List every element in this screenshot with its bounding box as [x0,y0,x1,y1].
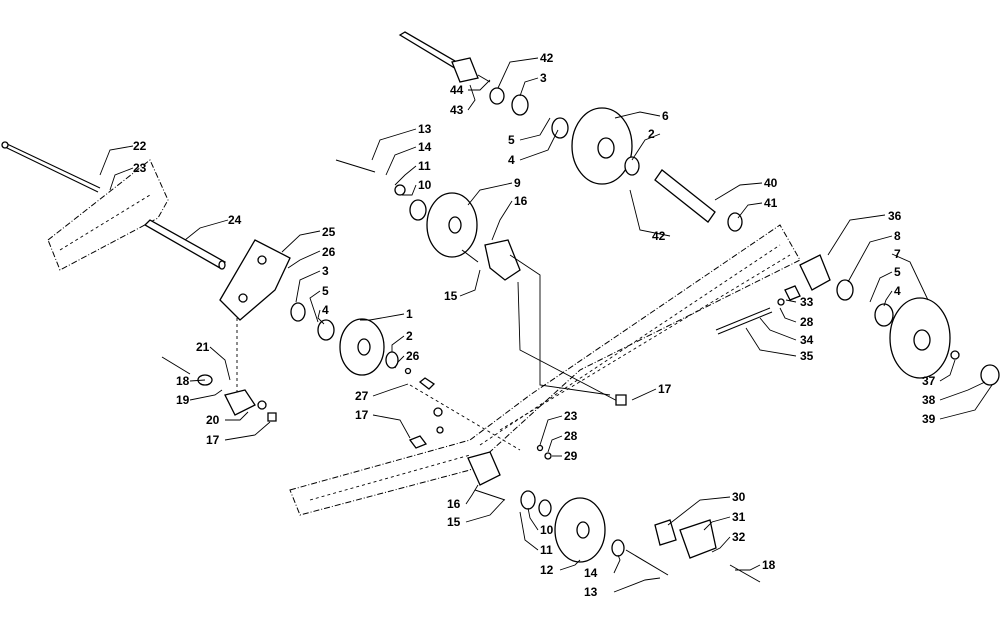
callout-34: 34 [800,333,814,347]
callout-2: 2 [648,127,655,141]
callout-4: 4 [508,153,515,167]
callout-20: 20 [206,413,220,427]
callout-24: 24 [228,213,242,227]
callout-14b: 14 [584,566,598,580]
callout-36: 36 [888,209,902,223]
callout-19: 19 [176,393,190,407]
callout-13: 13 [418,122,432,136]
callout-23b: 23 [564,409,578,423]
callout-5: 5 [508,133,515,147]
callout-41: 41 [764,196,778,210]
callout-43: 43 [450,103,464,117]
callout-18b: 18 [762,558,776,572]
callout-3: 3 [540,71,547,85]
callout-37: 37 [922,374,936,388]
callout-32: 32 [732,530,746,544]
callout-7: 7 [894,247,901,261]
callout-38: 38 [922,393,936,407]
callout-13b: 13 [584,585,598,599]
left-wheel-stack [290,302,436,390]
callout-1: 1 [406,307,413,321]
callout-25: 25 [322,225,336,239]
callout-29: 29 [564,449,578,463]
arm-16-center [461,239,627,406]
callout-2b: 2 [406,329,413,343]
callout-8: 8 [894,229,901,243]
shaft-22 [1,141,101,193]
callout-12: 12 [540,563,554,577]
bracket-25 [219,239,291,321]
callout-35: 35 [800,349,814,363]
callout-26: 26 [322,245,336,259]
callout-42b: 42 [652,229,666,243]
rail-hardware [408,384,552,460]
callout-6: 6 [662,109,669,123]
callout-26b: 26 [406,349,420,363]
callout-16: 16 [514,194,528,208]
center-wheel-9 [335,159,478,258]
top-axle [398,31,491,83]
callout-30: 30 [732,490,746,504]
callout-5b: 5 [322,284,329,298]
callout-3b: 3 [322,264,329,278]
callout-10: 10 [418,178,432,192]
callout-21: 21 [196,340,210,354]
left-rail [47,159,169,271]
callout-42: 42 [540,51,554,65]
callout-31: 31 [732,510,746,524]
axle-24 [143,219,227,270]
right-wheel-stack [715,254,1000,386]
callout-4b: 4 [322,303,329,317]
callout-18: 18 [176,374,190,388]
leader-lines [99,57,993,593]
callout-11b: 11 [540,543,553,557]
callout-15: 15 [444,289,458,303]
callout-14: 14 [418,140,432,154]
callout-28: 28 [800,315,814,329]
callout-10b: 10 [540,523,554,537]
callout-5c: 5 [894,265,901,279]
callout-15b: 15 [447,515,461,529]
top-wheel-stack [489,87,743,232]
callout-23: 23 [133,161,147,175]
arm-20 [161,318,277,422]
callout-33: 33 [800,295,814,309]
callout-22: 22 [133,139,147,153]
callout-17c: 17 [355,408,369,422]
callout-16b: 16 [447,497,461,511]
lower-wheel-stack [467,451,761,583]
main-slide-rail [289,224,801,516]
callout-27: 27 [355,389,369,403]
callout-40: 40 [764,176,778,190]
callout-28b: 28 [564,429,578,443]
callout-44: 44 [450,83,464,97]
callout-9: 9 [514,176,521,190]
callout-39: 39 [922,412,936,426]
callout-4c: 4 [894,284,901,298]
callout-17: 17 [658,382,672,396]
callout-17b: 17 [206,433,220,447]
callout-labels: 1 2 2 3 3 4 4 4 5 5 5 6 7 8 9 10 10 11 1… [133,51,936,599]
callout-11: 11 [418,159,431,173]
